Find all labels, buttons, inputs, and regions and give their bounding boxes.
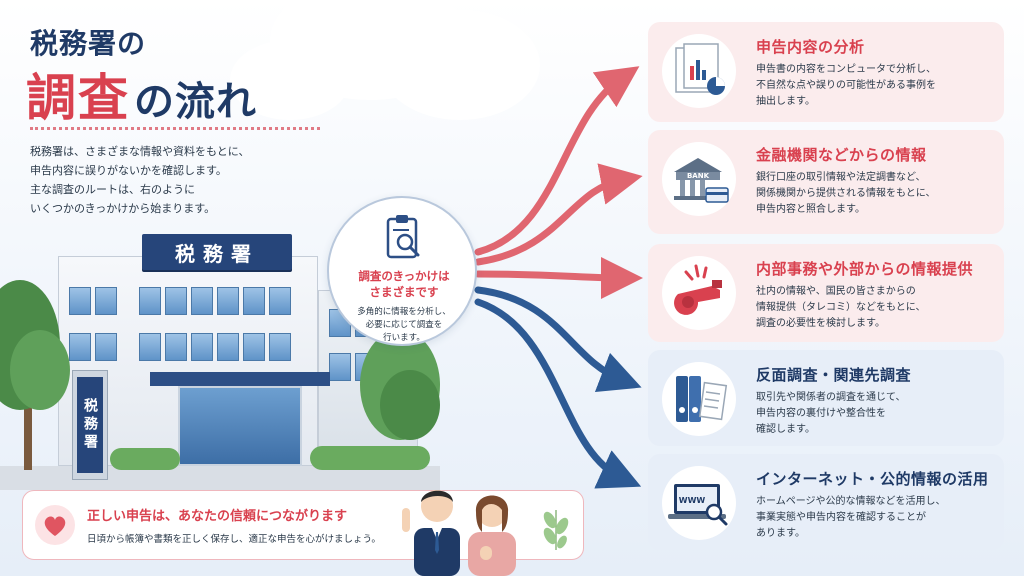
building-sign: 税務署 <box>142 234 292 270</box>
heart-icon-bg <box>35 505 75 545</box>
man-face <box>421 490 453 522</box>
hub-circle: 調査のきっかけは さまざまです 多角的に情報を分析し、 必要に応じて調査を 行い… <box>327 196 477 346</box>
banner-title: 正しい申告は、あなたの信頼につながります <box>87 509 348 524</box>
page-title-line1: 税務署の <box>30 27 147 60</box>
card-desc-line: あります。 <box>756 528 805 539</box>
laptop-search-icon: WWW <box>668 484 728 526</box>
card-desc-line: 不自然な点や誤りの可能性がある事例を <box>756 80 936 91</box>
intro-line: いくつかのきっかけから始まります。 <box>30 202 216 215</box>
window-row <box>139 287 291 315</box>
cloud <box>230 40 350 120</box>
clipboard-search-icon <box>386 215 420 259</box>
hub-desc-line: 必要に応じて調査を <box>365 320 443 330</box>
hub-title-line: 調査のきっかけは <box>358 269 450 283</box>
tree-trunk <box>24 390 32 470</box>
whistle-icon <box>674 264 722 315</box>
card-desc-line: 社内の情報や、国民の皆さまからの <box>756 286 916 297</box>
banner-subtitle: 日頃から帳簿や書類を正しく保存し、適正な申告を心がけましょう。 <box>87 534 381 545</box>
card-internet-public-info: WWW インターネット・公的情報の活用 ホームページや公的な情報などを活用し、 … <box>648 454 1004 550</box>
tree-left-front <box>10 330 70 410</box>
hub-description: 多角的に情報を分析し、 必要に応じて調査を 行います。 <box>329 306 479 345</box>
page-title-highlight: 調査 <box>26 69 130 127</box>
www-label: WWW <box>679 496 706 505</box>
hub-title: 調査のきっかけは さまざまです <box>329 268 479 300</box>
page-title-suffix: の流れ <box>134 79 257 125</box>
window-row <box>139 333 291 361</box>
page-title: 調査 の流れ <box>26 58 257 130</box>
card-title: 反面調査・関連先調査 <box>756 366 912 384</box>
card-title: 内部事務や外部からの情報提供 <box>756 260 974 278</box>
cloud <box>380 10 540 120</box>
card-internal-external-info: 内部事務や外部からの情報提供 社内の情報や、国民の皆さまからの 情報提供（タレコ… <box>648 244 1004 342</box>
card-title: 金融機関などからの情報 <box>756 146 927 164</box>
divider <box>30 127 320 130</box>
card-desc-line: 取引先や関係者の調査を通じて、 <box>756 392 906 403</box>
card-counterparty-investigation: 反面調査・関連先調査 取引先や関係者の調査を通じて、 申告内容の裏付けや整合性を… <box>648 350 1004 446</box>
entrance-canopy <box>150 372 330 386</box>
card-description: 取引先や関係者の調査を通じて、 申告内容の裏付けや整合性を 確認します。 <box>756 390 996 438</box>
card-desc-line: 抽出します。 <box>756 96 815 107</box>
card-icon-bg: WWW <box>662 466 736 540</box>
card-desc-line: 申告内容と照合します。 <box>756 204 865 215</box>
card-desc-line: 確認します。 <box>756 424 815 435</box>
card-desc-line: ホームページや公的な情報などを活用し、 <box>756 496 946 507</box>
window-row <box>69 333 117 361</box>
hub-desc-line: 多角的に情報を分析し、 <box>357 307 451 317</box>
sign-pillar: 税務署 <box>72 370 108 480</box>
card-description: 社内の情報や、国民の皆さまからの 情報提供（タレコミ）などをもとに、 調査の必要… <box>756 284 996 332</box>
card-description: ホームページや公的な情報などを活用し、 事業実態や申告内容を確認することが あり… <box>756 494 996 542</box>
entrance-glass <box>178 386 302 466</box>
hedge <box>310 446 430 470</box>
card-desc-line: 調査の必要性を検討します。 <box>756 318 885 329</box>
card-title: インターネット・公的情報の活用 <box>756 470 989 488</box>
card-description: 申告書の内容をコンピュータで分析し、 不自然な点や誤りの可能性がある事例を 抽出… <box>756 62 996 110</box>
card-icon-bg: BANK <box>662 142 736 216</box>
card-icon-bg <box>662 256 736 330</box>
heart-icon <box>44 516 66 536</box>
card-desc-line: 申告内容の裏付けや整合性を <box>756 408 886 419</box>
sign-pillar-text: 税務署 <box>77 377 103 473</box>
intro-line: 税務署は、さまざまな情報や資料をもとに、 <box>30 145 250 158</box>
card-icon-bg <box>662 362 736 436</box>
card-desc-line: 関係機関から提供される情報をもとに、 <box>756 188 936 199</box>
card-description: 銀行口座の取引情報や法定調書など、 関係機関から提供される情報をもとに、 申告内… <box>756 170 996 218</box>
intro-text: 税務署は、さまざまな情報や資料をもとに、 申告内容に誤りがないかを確認します。 … <box>30 142 330 218</box>
tax-office-illustration: 税務署 税務署 <box>0 220 440 490</box>
bank-label: BANK <box>687 172 710 180</box>
card-title: 申告内容の分析 <box>756 38 865 56</box>
document-chart-icon <box>675 43 725 95</box>
card-desc-line: 情報提供（タレコミ）などをもとに、 <box>756 302 926 313</box>
window-row <box>69 287 117 315</box>
hub-desc-line: 行います。 <box>383 333 425 343</box>
card-desc-line: 銀行口座の取引情報や法定調書など、 <box>756 172 926 183</box>
staff-illustration <box>402 490 516 576</box>
leaf-decoration-icon <box>543 510 569 550</box>
card-icon-bg <box>662 34 736 108</box>
card-desc-line: 申告書の内容をコンピュータで分析し、 <box>756 64 936 75</box>
intro-line: 主な調査のルートは、右のように <box>30 183 195 196</box>
hub-title-line: さまざまです <box>369 285 439 299</box>
hedge <box>110 448 180 470</box>
card-desc-line: 事業実態や申告内容を確認することが <box>756 512 926 523</box>
tree-right-front <box>380 370 440 440</box>
bank-icon: BANK <box>674 158 729 203</box>
card-financial-institutions: BANK 金融機関などからの情報 銀行口座の取引情報や法定調書など、 関係機関か… <box>648 130 1004 234</box>
intro-line: 申告内容に誤りがないかを確認します。 <box>30 164 227 177</box>
binders-icon <box>676 376 728 422</box>
card-declaration-analysis: 申告内容の分析 申告書の内容をコンピュータで分析し、 不自然な点や誤りの可能性が… <box>648 22 1004 122</box>
